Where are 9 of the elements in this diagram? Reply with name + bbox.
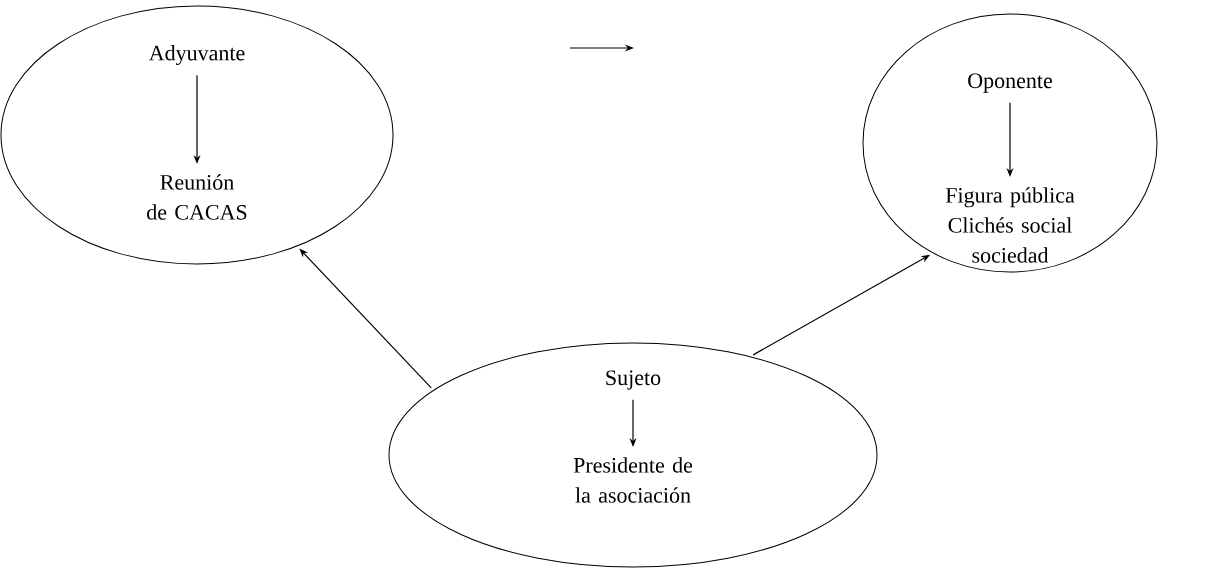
ellipse-shape	[0, 5, 394, 265]
body-text: Figura pública Clichés social sociedad	[945, 187, 1075, 263]
ellipse-shape	[862, 13, 1158, 273]
body-text: Presidente de la asociación	[573, 457, 693, 503]
heading-text: Sujeto	[606, 370, 661, 390]
body-text: Reunión de CACAS	[147, 174, 247, 220]
ellipse-shape	[388, 342, 878, 568]
heading-text: Adyuvante	[148, 45, 245, 65]
heading-text: Oponente	[968, 73, 1052, 93]
